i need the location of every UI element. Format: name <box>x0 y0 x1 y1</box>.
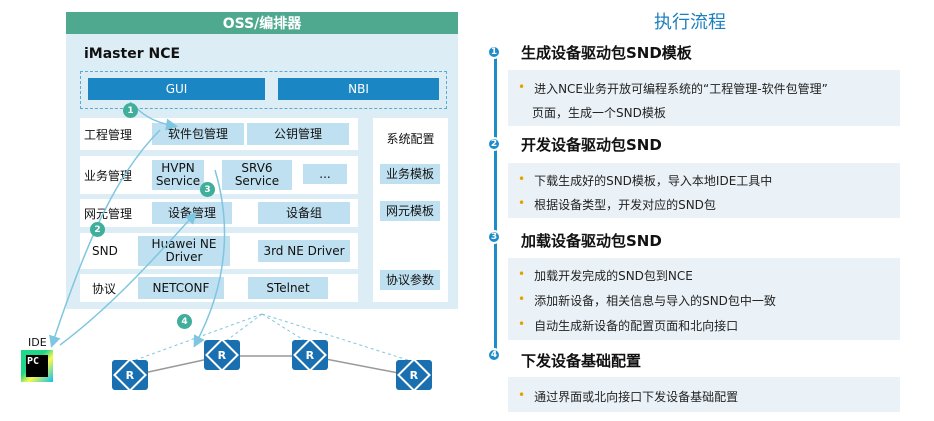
mgmt-link-1 <box>129 313 263 363</box>
row-label-project-management: 工程管理 <box>84 127 133 142</box>
cell-hvpn-service: HVPN Service <box>152 160 204 190</box>
system-config-title: 系统配置 <box>386 132 435 146</box>
flow-timeline <box>494 52 497 357</box>
cell-netconf: NETCONF <box>138 277 224 299</box>
row-label-protocol: 协议 <box>92 281 117 296</box>
step-box-4 <box>508 377 900 412</box>
router-icon: R <box>396 358 432 392</box>
nbi-bar: NBI <box>278 78 439 100</box>
step-number-3: 3 <box>487 230 501 244</box>
step-box-2 <box>508 163 900 218</box>
pycharm-icon: PC <box>21 350 53 382</box>
flow-title: 执行流程 <box>654 12 726 33</box>
step-3-bullet: •加载开发完成的SND包到NCE <box>518 267 693 283</box>
cell-more: ... <box>303 164 347 184</box>
row-label-service-management: 业务管理 <box>84 168 133 183</box>
nce-title: iMaster NCE <box>84 46 181 62</box>
step-1-bullet: •进入NCE业务开放可编程系统的“工程管理-软件包管理” <box>518 80 828 96</box>
router-icon: R <box>112 358 148 392</box>
cell-protocol-params: 协议参数 <box>380 270 440 290</box>
cell-public-key: 公钥管理 <box>247 123 349 145</box>
marker-1: 1 <box>123 103 138 118</box>
cell-huawei-ne-driver: Huawei NE Driver <box>138 236 230 266</box>
cell-3rd-ne-driver: 3rd NE Driver <box>258 240 350 262</box>
arrow-step-3 <box>59 211 198 346</box>
mgmt-link-4 <box>261 313 415 363</box>
step-1-bullet-cont: 页面，生成一个SND模板 <box>532 106 666 120</box>
row-label-snd: SND <box>92 244 118 258</box>
router-icon: R <box>292 338 328 372</box>
pycharm-icon-text: PC <box>26 355 48 377</box>
marker-4: 4 <box>177 314 192 329</box>
router-icon: R <box>204 338 240 372</box>
mgmt-link-2 <box>221 313 263 345</box>
cell-srv6-service: SRV6 Service <box>222 160 292 190</box>
cell-stelnet: STelnet <box>248 277 328 299</box>
gui-bar: GUI <box>88 78 265 100</box>
step-title-1: 生成设备驱动包SND模板 <box>521 44 692 62</box>
step-number-4: 4 <box>487 348 501 362</box>
step-3-bullet: •添加新设备，相关信息与导入的SND包中一致 <box>518 292 776 308</box>
interface-dashed-frame <box>80 71 447 109</box>
cell-ne-template: 网元模板 <box>380 201 440 221</box>
oss-orchestrator-bar: OSS/编排器 <box>66 12 458 34</box>
step-title-2: 开发设备驱动包SND <box>521 136 662 154</box>
step-2-bullet: •下载生成好的SND模板，导入本地IDE工具中 <box>518 172 773 188</box>
step-box-1 <box>508 70 900 126</box>
row-label-ne-management: 网元管理 <box>84 206 133 221</box>
step-title-3: 加载设备驱动包SND <box>521 232 662 250</box>
ide-label: IDE <box>28 336 47 349</box>
step-box-3 <box>508 258 900 340</box>
step-title-4: 下发设备基础配置 <box>521 352 642 370</box>
step-number-2: 2 <box>487 137 501 151</box>
step-3-bullet: •自动生成新设备的配置页面和北向接口 <box>518 317 739 333</box>
cell-service-template: 业务模板 <box>380 164 440 184</box>
step-4-bullet: •通过界面或北向接口下发设备基础配置 <box>518 388 739 404</box>
marker-3: 3 <box>200 182 215 197</box>
arrow-step-4 <box>193 169 226 348</box>
step-2-bullet: •根据设备类型，开发对应的SND包 <box>518 196 716 212</box>
marker-2: 2 <box>90 222 105 237</box>
arrow-step-2 <box>49 129 161 348</box>
step-number-1: 1 <box>487 45 501 59</box>
cell-device-group: 设备组 <box>258 202 350 224</box>
